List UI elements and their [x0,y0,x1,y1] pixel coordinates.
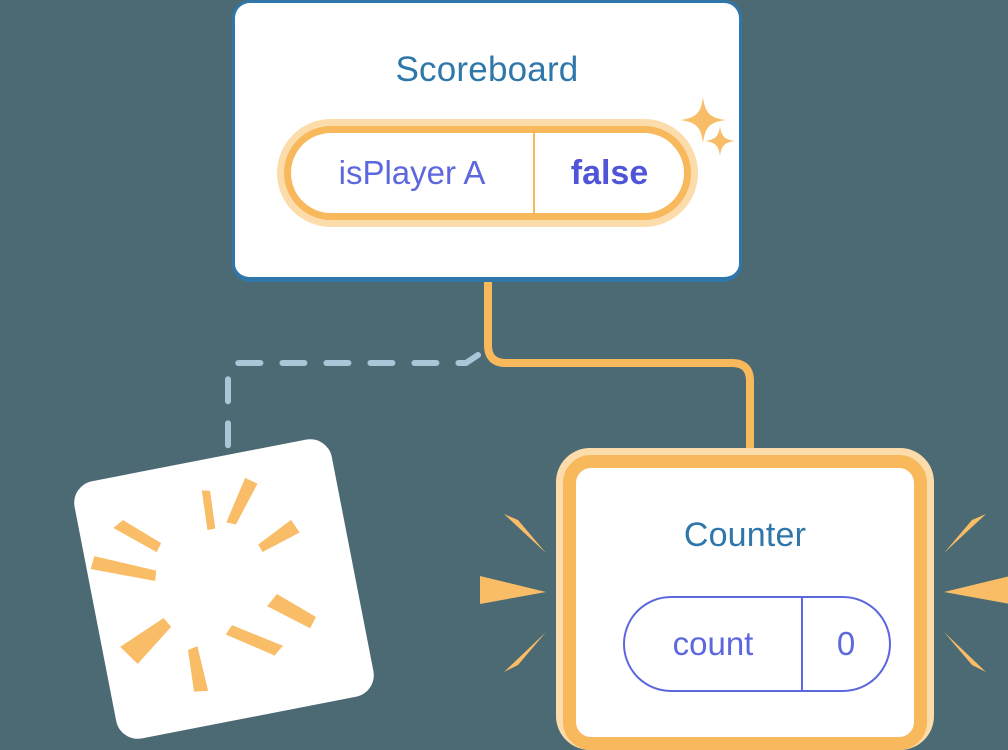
connector-scoreboard-to-counter [484,282,754,470]
counter-state-value: 0 [836,625,856,662]
scoreboard-card[interactable]: Scoreboard isPlayer A false [232,0,742,282]
counter-state-key: count [625,598,803,690]
counter-card[interactable]: Counter count 0 [563,455,927,750]
scoreboard-state-pill[interactable]: isPlayer A false [277,119,698,227]
counter-state-pill[interactable]: count 0 [623,596,891,692]
counter-burst-right [940,500,1008,690]
scoreboard-state-value: false [570,153,649,192]
scoreboard-title: Scoreboard [395,50,579,89]
placeholder-card[interactable] [70,435,378,743]
scoreboard-state-key: isPlayer A [291,133,535,213]
placeholder-burst-icon [90,477,317,692]
sparkle-large-icon [680,97,726,143]
counter-burst-left [470,500,550,690]
counter-title: Counter [683,516,807,554]
sparkle-small-icon [705,126,735,156]
